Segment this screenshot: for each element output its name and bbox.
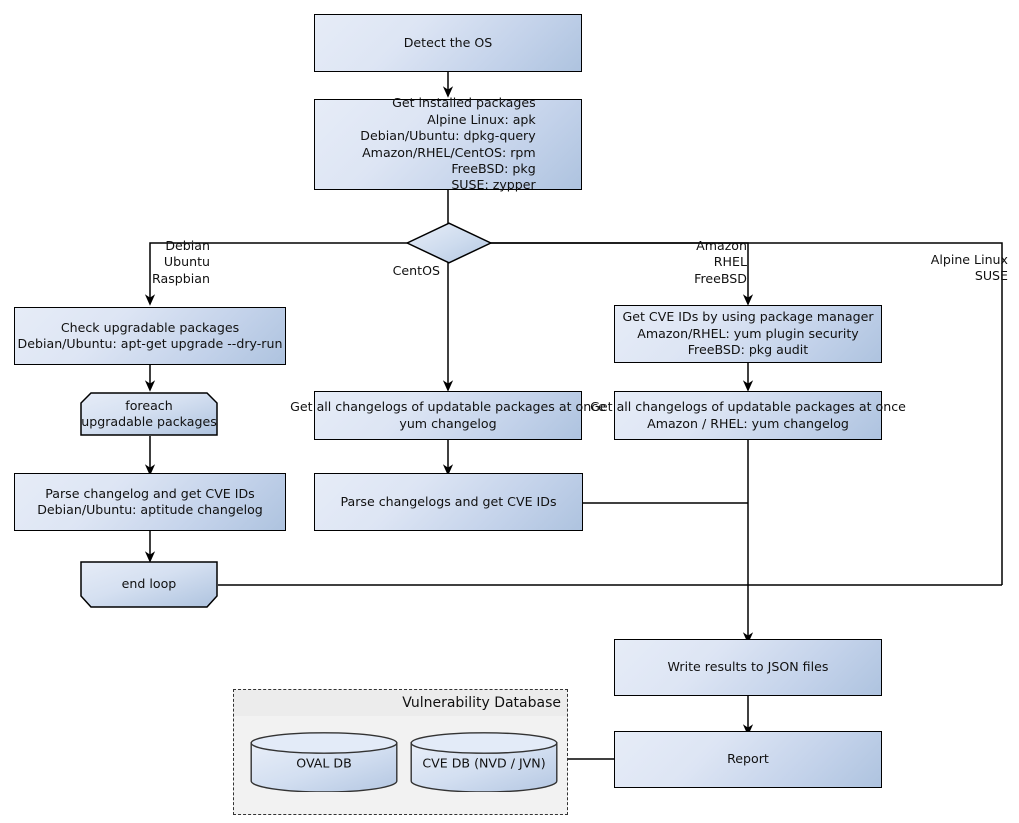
loop-start-shape	[80, 392, 218, 436]
vulnerability-database-title: Vulnerability Database	[234, 690, 567, 716]
node-get-changelogs-centos[interactable]: Get all changelogs of updatable packages…	[290, 391, 606, 440]
node-detect-os-label: Detect the OS	[403, 34, 493, 50]
cylinder-shape	[410, 732, 558, 793]
database-cve-db-label: CVE DB (NVD / JVN)	[422, 755, 546, 771]
node-get-changelogs-rhel-label: Get all changelogs of updatable packages…	[590, 399, 906, 431]
database-oval-db-label: OVAL DB	[296, 755, 352, 771]
node-get-changelogs-rhel[interactable]: Get all changelogs of updatable packages…	[590, 391, 906, 440]
database-cve-db[interactable]: CVE DB (NVD / JVN)	[410, 732, 558, 793]
node-parse-changelogs-centos[interactable]: Parse changelogs and get CVE IDs	[314, 473, 583, 531]
database-oval-db[interactable]: OVAL DB	[250, 732, 398, 793]
node-report[interactable]: Report	[614, 731, 882, 788]
cylinder-shape	[250, 732, 398, 793]
node-parse-changelogs-centos-label: Parse changelogs and get CVE IDs	[340, 493, 557, 509]
node-write-results-json-label: Write results to JSON files	[667, 659, 829, 675]
branch-label-centos: CentOS	[392, 263, 440, 278]
node-os-decision[interactable]	[405, 222, 493, 264]
node-report-label: Report	[727, 751, 769, 767]
loop-end-shape	[80, 561, 218, 608]
node-get-changelogs-centos-label: Get all changelogs of updatable packages…	[290, 399, 606, 431]
node-end-loop[interactable]: end loop	[80, 561, 218, 608]
vulnerability-database-group: Vulnerability Database OVAL DB	[233, 689, 568, 815]
diamond-shape	[405, 222, 493, 264]
node-end-loop-label: end loop	[121, 576, 177, 592]
node-detect-os[interactable]: Detect the OS	[314, 14, 582, 72]
node-write-results-json[interactable]: Write results to JSON files	[614, 639, 882, 696]
